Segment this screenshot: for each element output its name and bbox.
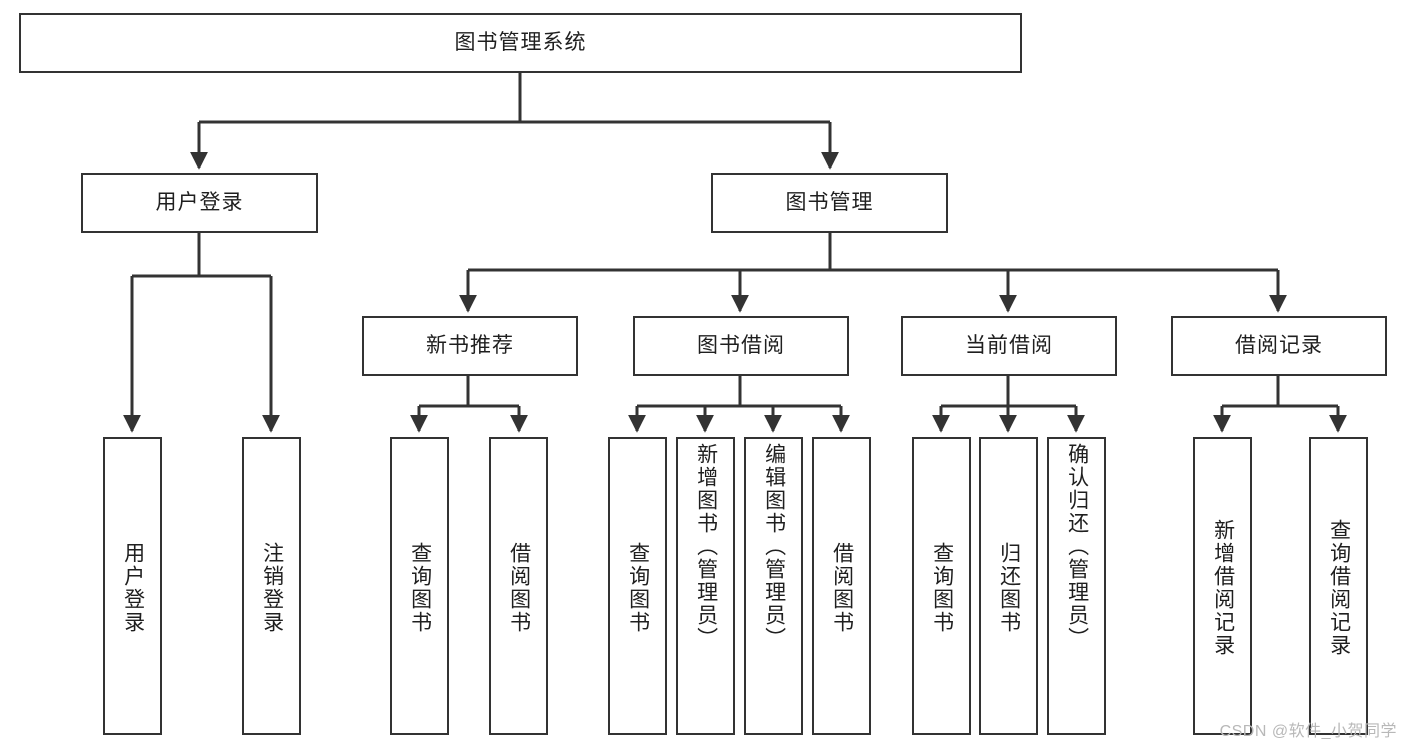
node-book-borrow[interactable]: 图书借阅 bbox=[633, 316, 849, 376]
node-leaf-add-borrow-record-label: 新增借阅记录 bbox=[1211, 519, 1235, 657]
node-leaf-return-book-label: 归还图书 bbox=[997, 542, 1021, 634]
node-leaf-query-book[interactable]: 查询图书 bbox=[608, 437, 667, 735]
node-leaf-query-borrow-record[interactable]: 查询借阅记录 bbox=[1309, 437, 1368, 735]
node-leaf-confirm-return-admin[interactable]: 确认归还（管理员） bbox=[1047, 437, 1106, 735]
node-borrow-record[interactable]: 借阅记录 bbox=[1171, 316, 1387, 376]
node-book-manage-label: 图书管理 bbox=[785, 190, 874, 214]
node-leaf-add-book-admin[interactable]: 新增图书（管理员） bbox=[676, 437, 735, 735]
node-leaf-query-book-current[interactable]: 查询图书 bbox=[912, 437, 971, 735]
node-leaf-query-book-label: 查询图书 bbox=[626, 542, 650, 634]
node-leaf-edit-book-admin-label: 编辑图书（管理员） bbox=[762, 443, 786, 650]
node-book-manage[interactable]: 图书管理 bbox=[711, 173, 948, 233]
node-leaf-query-book-recommend-label: 查询图书 bbox=[408, 542, 432, 634]
node-leaf-query-book-recommend[interactable]: 查询图书 bbox=[390, 437, 449, 735]
node-leaf-borrow-book-recommend-label: 借阅图书 bbox=[507, 542, 531, 634]
node-leaf-query-borrow-record-label: 查询借阅记录 bbox=[1327, 519, 1351, 657]
node-leaf-borrow-book[interactable]: 借阅图书 bbox=[812, 437, 871, 735]
node-leaf-logout[interactable]: 注销登录 bbox=[242, 437, 301, 735]
node-leaf-borrow-book-label: 借阅图书 bbox=[830, 542, 854, 634]
node-current-borrow-label: 当前借阅 bbox=[965, 333, 1053, 357]
node-leaf-logout-label: 注销登录 bbox=[260, 542, 284, 634]
node-leaf-return-book[interactable]: 归还图书 bbox=[979, 437, 1038, 735]
node-leaf-user-login[interactable]: 用户登录 bbox=[103, 437, 162, 735]
node-leaf-query-book-current-label: 查询图书 bbox=[930, 542, 954, 634]
node-root-label: 图书管理系统 bbox=[454, 30, 587, 54]
node-current-borrow[interactable]: 当前借阅 bbox=[901, 316, 1117, 376]
node-user-login-label: 用户登录 bbox=[155, 190, 244, 214]
node-new-book-recommend-label: 新书推荐 bbox=[426, 333, 514, 357]
node-leaf-borrow-book-recommend[interactable]: 借阅图书 bbox=[489, 437, 548, 735]
node-user-login[interactable]: 用户登录 bbox=[81, 173, 318, 233]
node-book-borrow-label: 图书借阅 bbox=[697, 333, 785, 357]
node-leaf-edit-book-admin[interactable]: 编辑图书（管理员） bbox=[744, 437, 803, 735]
node-borrow-record-label: 借阅记录 bbox=[1235, 333, 1323, 357]
node-leaf-add-book-admin-label: 新增图书（管理员） bbox=[694, 443, 718, 650]
node-root[interactable]: 图书管理系统 bbox=[19, 13, 1022, 73]
node-leaf-add-borrow-record[interactable]: 新增借阅记录 bbox=[1193, 437, 1252, 735]
node-leaf-confirm-return-admin-label: 确认归还（管理员） bbox=[1065, 443, 1089, 650]
node-leaf-user-login-label: 用户登录 bbox=[121, 542, 145, 634]
node-new-book-recommend[interactable]: 新书推荐 bbox=[362, 316, 578, 376]
